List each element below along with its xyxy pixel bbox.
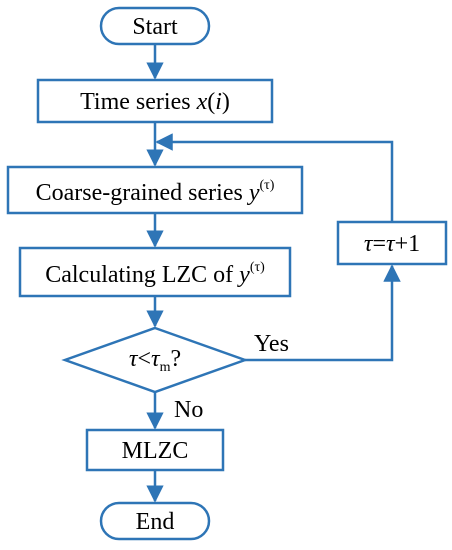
no-edge-label: No (174, 397, 204, 423)
time-series-label: Time series x(i) (80, 90, 230, 114)
time-series-index: i (215, 89, 222, 115)
time-series-var: x (196, 89, 208, 115)
calc-label: Calculating LZC of y(τ) (45, 260, 265, 288)
edge-decision-yes-to-increment (245, 264, 401, 362)
decision-label: τ<τm? (129, 347, 181, 375)
calc-text: Calculating LZC of (45, 262, 240, 288)
decision-q: ? (170, 346, 182, 372)
calc-sup: (τ) (249, 260, 265, 275)
start-label: Start (132, 14, 178, 40)
coarse-sup: (τ) (259, 178, 275, 193)
coarse-label: Coarse-grained series y(τ) (35, 178, 275, 206)
decision-left: τ (128, 346, 138, 372)
decision-right: τ (151, 346, 160, 372)
time-series-text: Time series (80, 89, 197, 115)
increment-label: τ=τ+1 (364, 232, 420, 256)
yes-edge-label: Yes (254, 331, 289, 357)
increment-eq: = (372, 231, 386, 257)
coarse-text: Coarse-grained series (35, 180, 249, 206)
end-label: End (135, 509, 175, 535)
decision-sub: m (159, 360, 171, 375)
increment-lhs: τ (363, 231, 373, 257)
decision-op: < (137, 346, 151, 372)
coarse-var: y (248, 180, 260, 206)
increment-plus: +1 (394, 231, 421, 257)
time-series-paren-open: ( (207, 89, 216, 115)
calc-var: y (239, 262, 250, 288)
increment-rhs: τ (386, 231, 395, 257)
end-node-shape (99, 501, 211, 541)
edge-increment-loop-back (155, 133, 394, 222)
mlzc-label: MLZC (121, 438, 189, 464)
time-series-paren-close: ) (221, 89, 230, 115)
